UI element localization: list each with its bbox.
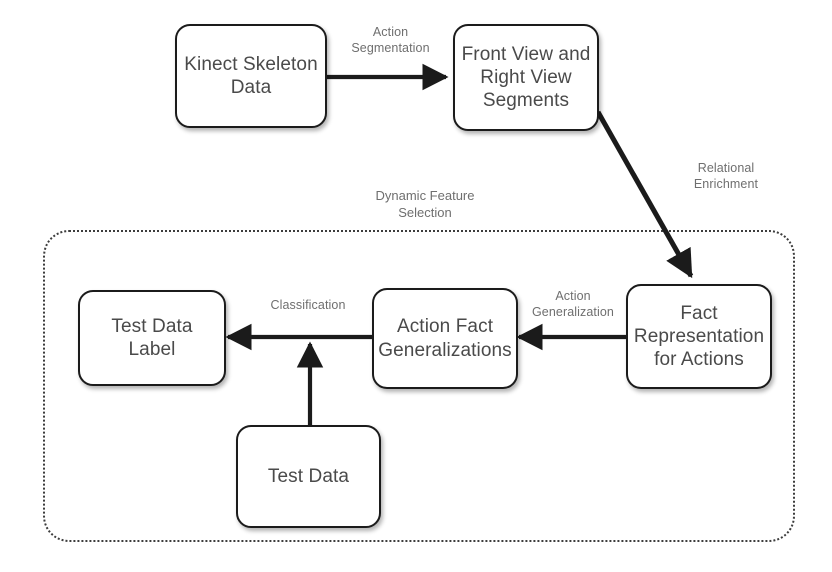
dynamic-feature-selection-group xyxy=(43,230,795,542)
edge-label-relational-enrichment: Relational Enrichment xyxy=(693,161,759,191)
edge-label-classification: Classification xyxy=(270,298,346,312)
node-test-data-label-text: Test Data Label xyxy=(111,315,193,360)
edge-label-action-generalization: Action Generalization xyxy=(531,289,614,319)
node-fact-representation-for-actions-label: Fact Representation for Actions xyxy=(633,302,765,371)
node-fact-representation-for-actions[interactable]: Fact Representation for Actions xyxy=(626,284,772,389)
node-action-fact-generalizations[interactable]: Action Fact Generalizations xyxy=(372,288,518,389)
node-kinect-skeleton-data[interactable]: Kinect Skeleton Data xyxy=(175,24,327,128)
node-kinect-skeleton-data-label: Kinect Skeleton Data xyxy=(184,53,318,98)
node-test-data-label[interactable]: Test Data Label xyxy=(78,290,226,386)
node-front-right-view-segments[interactable]: Front View and Right View Segments xyxy=(453,24,599,131)
node-front-right-view-segments-label: Front View and Right View Segments xyxy=(461,43,591,112)
edge-label-action-segmentation: Action Segmentation xyxy=(351,25,430,55)
group-label-dynamic-feature-selection: Dynamic Feature Selection xyxy=(375,188,475,220)
node-test-data-label: Test Data xyxy=(267,465,350,487)
node-action-fact-generalizations-label: Action Fact Generalizations xyxy=(378,316,512,361)
node-test-data[interactable]: Test Data xyxy=(236,425,381,528)
